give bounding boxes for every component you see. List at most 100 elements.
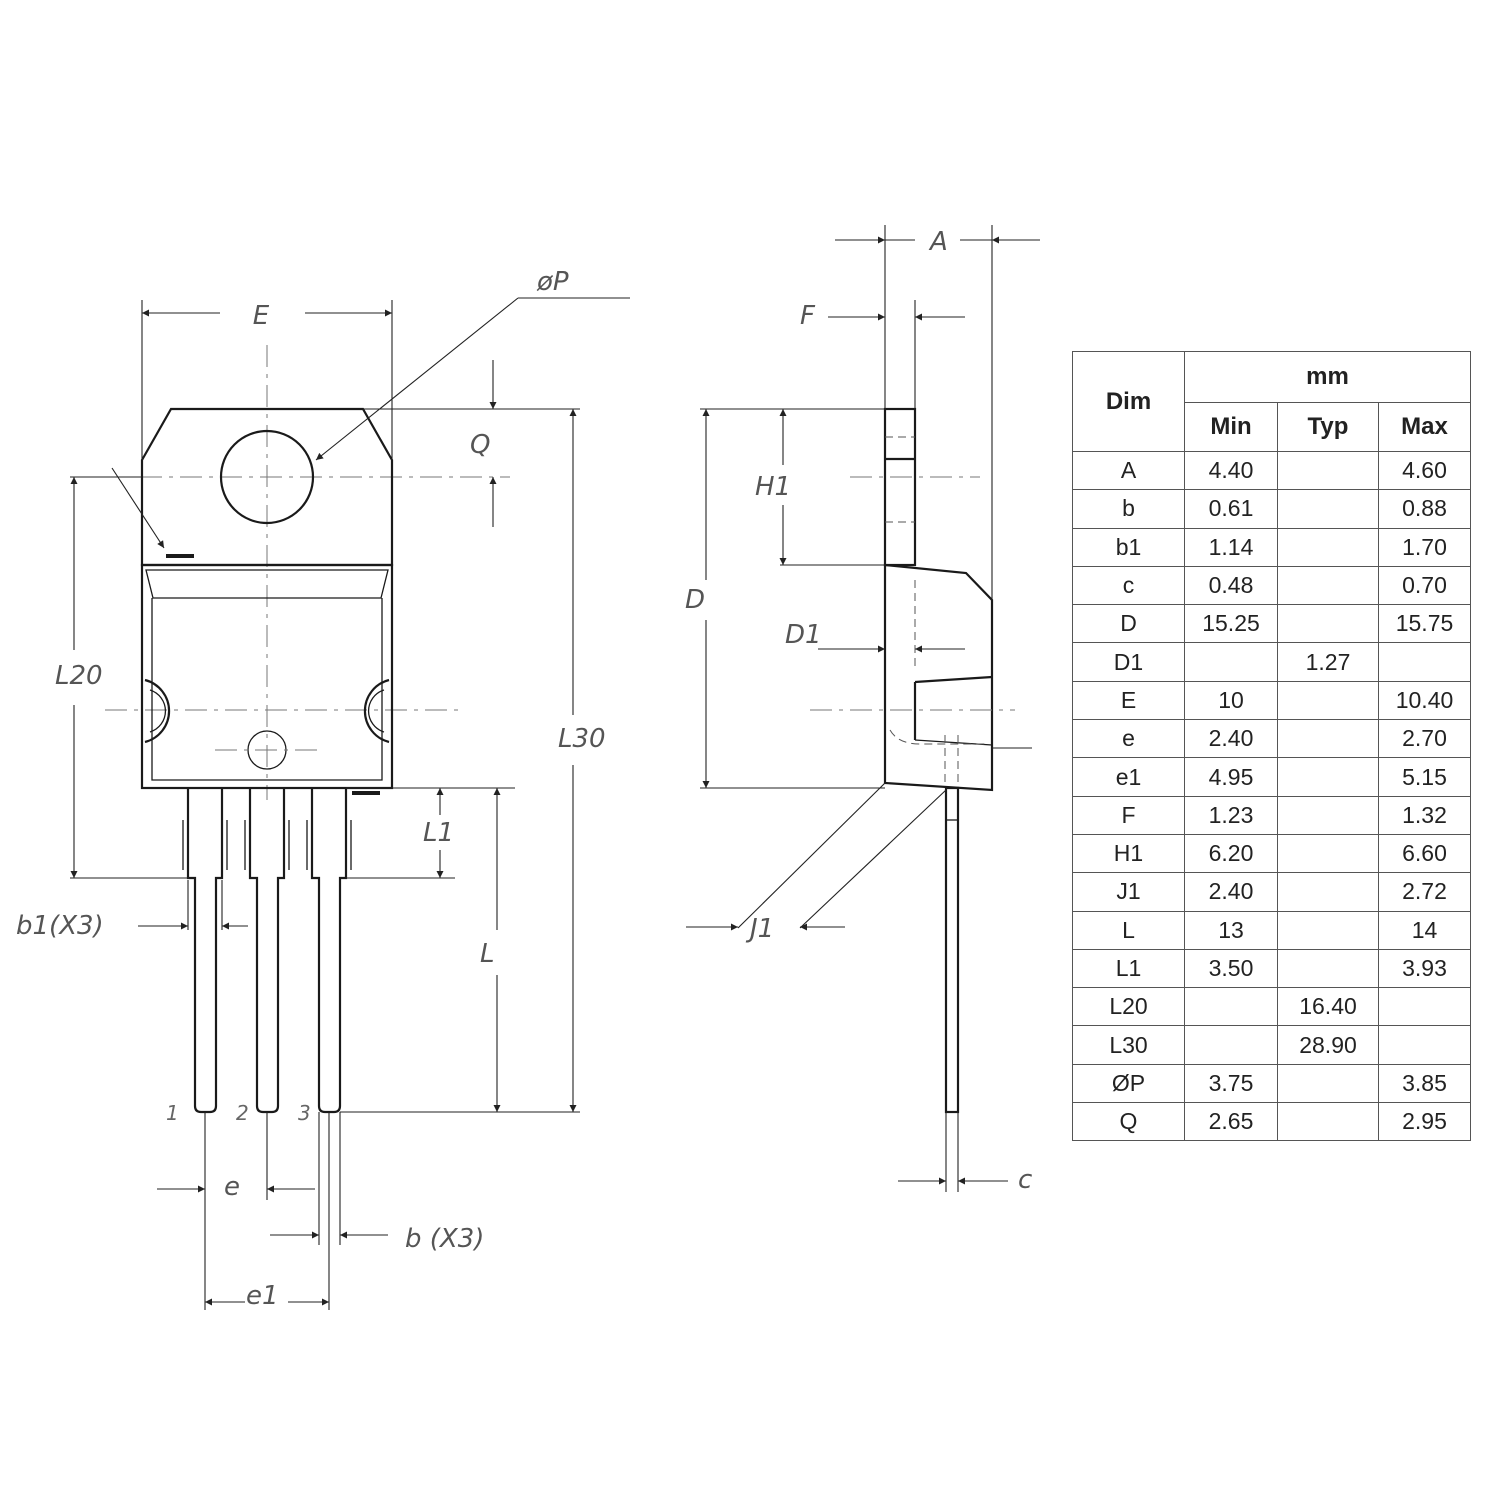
label-c: c bbox=[1018, 1165, 1032, 1195]
leads bbox=[186, 788, 348, 1114]
cell-typ bbox=[1277, 872, 1379, 912]
cell-min: 6.20 bbox=[1184, 833, 1278, 874]
cell-typ bbox=[1277, 948, 1379, 989]
header-dim: Dim bbox=[1072, 351, 1185, 452]
cell-min: 0.48 bbox=[1184, 565, 1278, 606]
side-body bbox=[883, 563, 994, 792]
label-F: F bbox=[800, 301, 816, 331]
cell-max: 4.60 bbox=[1378, 450, 1471, 491]
cell-max bbox=[1378, 642, 1471, 682]
cell-dim: F bbox=[1072, 795, 1185, 835]
label-e1: e1 bbox=[246, 1281, 279, 1311]
cell-min bbox=[1184, 987, 1278, 1027]
cell-min: 10 bbox=[1184, 680, 1278, 721]
cell-dim: D bbox=[1072, 604, 1185, 644]
label-b: b (X3) bbox=[405, 1224, 484, 1254]
pin-number-3: 3 bbox=[298, 1101, 311, 1125]
cell-typ bbox=[1277, 795, 1379, 835]
cell-typ bbox=[1277, 1102, 1379, 1142]
label-J1: J1 bbox=[745, 914, 774, 944]
pin-number-2: 2 bbox=[236, 1101, 249, 1125]
cell-dim: L1 bbox=[1072, 948, 1185, 989]
cell-min bbox=[1184, 642, 1278, 682]
cell-max: 10.40 bbox=[1378, 680, 1471, 721]
label-b1: b1(X3) bbox=[16, 911, 104, 941]
cell-min: 2.40 bbox=[1184, 719, 1278, 759]
cell-max: 1.70 bbox=[1378, 527, 1471, 567]
cell-typ bbox=[1277, 680, 1379, 721]
header-max: Max bbox=[1378, 402, 1471, 452]
cell-typ bbox=[1277, 527, 1379, 567]
mounting-hole bbox=[219, 429, 315, 525]
header-unit: mm bbox=[1184, 351, 1471, 403]
cell-typ bbox=[1277, 489, 1379, 529]
cell-max: 2.95 bbox=[1378, 1102, 1471, 1142]
cell-min: 0.61 bbox=[1184, 489, 1278, 529]
front-view: E øP Q L20 L30 L1 L b1(X3) e b (X3) e1 1… bbox=[16, 267, 630, 1311]
cell-typ bbox=[1277, 719, 1379, 759]
cell-dim: b1 bbox=[1072, 527, 1185, 567]
cell-typ: 28.90 bbox=[1277, 1025, 1379, 1065]
left-notch bbox=[144, 678, 171, 744]
side-lead bbox=[944, 786, 960, 1114]
cell-typ bbox=[1277, 565, 1379, 606]
label-Q: Q bbox=[470, 430, 490, 460]
cell-min: 4.95 bbox=[1184, 757, 1278, 797]
cell-max: 2.72 bbox=[1378, 872, 1471, 912]
body-outline bbox=[140, 563, 394, 790]
cell-max: 5.15 bbox=[1378, 757, 1471, 797]
cell-dim: J1 bbox=[1072, 872, 1185, 912]
cell-max: 0.88 bbox=[1378, 489, 1471, 529]
cell-min: 3.50 bbox=[1184, 948, 1278, 989]
cell-max: 3.93 bbox=[1378, 948, 1471, 989]
cell-dim: c bbox=[1072, 565, 1185, 606]
cell-max bbox=[1378, 1025, 1471, 1065]
cell-typ: 16.40 bbox=[1277, 987, 1379, 1027]
label-H1: H1 bbox=[755, 472, 791, 502]
cell-max: 1.32 bbox=[1378, 795, 1471, 835]
cell-max: 0.70 bbox=[1378, 565, 1471, 606]
cell-dim: L20 bbox=[1072, 987, 1185, 1027]
pin-number-1: 1 bbox=[166, 1101, 179, 1125]
header-min: Min bbox=[1184, 402, 1278, 452]
label-L1: L1 bbox=[423, 818, 454, 848]
cell-max bbox=[1378, 987, 1471, 1027]
cell-min: 2.65 bbox=[1184, 1102, 1278, 1142]
cell-max: 15.75 bbox=[1378, 604, 1471, 644]
label-e: e bbox=[224, 1172, 240, 1202]
pin1-marker bbox=[166, 554, 194, 558]
side-view: A F H1 D D1 J1 c bbox=[685, 225, 1040, 1195]
cell-min: 13 bbox=[1184, 910, 1278, 950]
cell-typ bbox=[1277, 910, 1379, 950]
cell-max: 2.70 bbox=[1378, 719, 1471, 759]
label-D: D bbox=[685, 585, 705, 615]
side-tab bbox=[883, 407, 917, 567]
cell-dim: Q bbox=[1072, 1102, 1185, 1142]
cell-min: 2.40 bbox=[1184, 872, 1278, 912]
cell-min: 3.75 bbox=[1184, 1063, 1278, 1104]
label-D1: D1 bbox=[785, 620, 822, 650]
table-row: L30 28.90 bbox=[1072, 1025, 1471, 1065]
cell-max: 3.85 bbox=[1378, 1063, 1471, 1104]
cell-dim: A bbox=[1072, 450, 1185, 491]
cell-typ: 1.27 bbox=[1277, 642, 1379, 682]
cell-dim: ØP bbox=[1072, 1063, 1185, 1104]
cell-dim: L30 bbox=[1072, 1025, 1185, 1065]
cell-typ bbox=[1277, 1063, 1379, 1104]
table-row: L20 16.40 bbox=[1072, 987, 1471, 1027]
cell-typ bbox=[1277, 833, 1379, 874]
cell-min: 15.25 bbox=[1184, 604, 1278, 644]
